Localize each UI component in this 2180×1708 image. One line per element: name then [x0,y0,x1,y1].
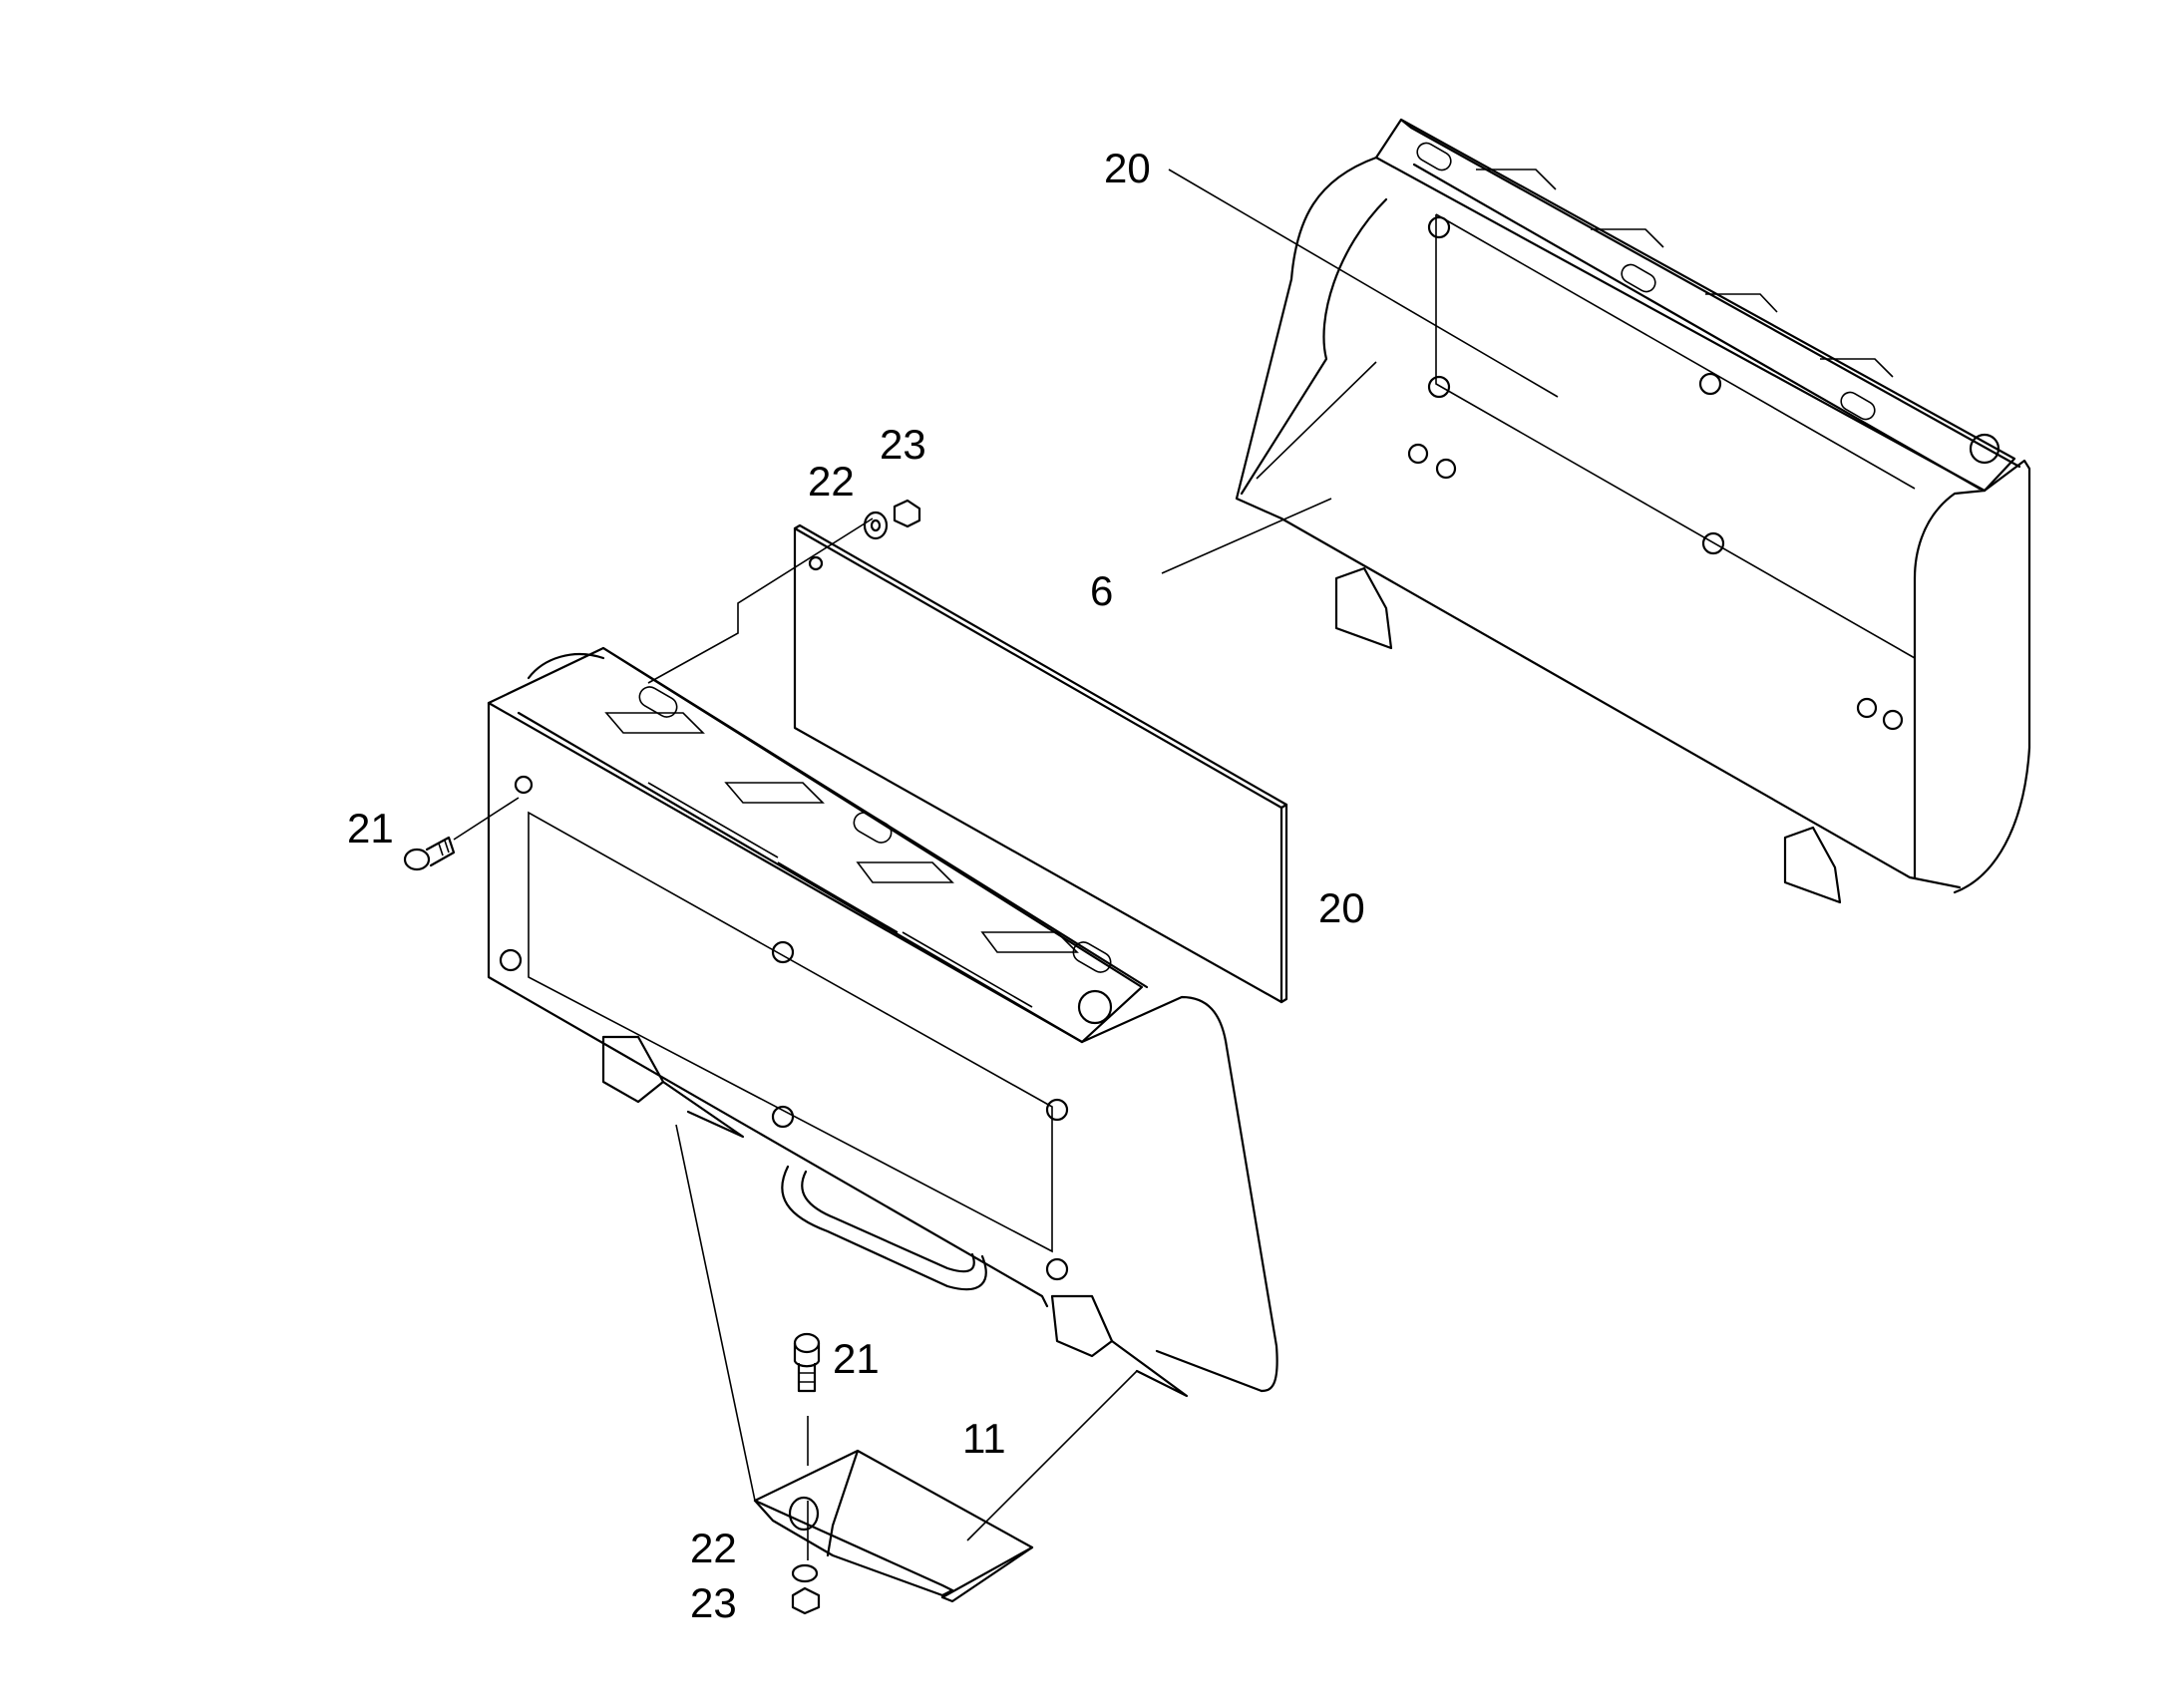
nut-icon [1407,215,1904,731]
stud-icon [499,940,1069,1281]
fasteners [403,499,921,1615]
front-housing [487,646,1278,1398]
callout-labels: 20 6 22 23 21 20 21 11 22 23 [347,145,1365,1626]
bolt-icon [403,836,456,871]
nut-icon [893,499,921,528]
callout-label: 23 [880,421,926,468]
front-plate [793,523,1288,1004]
washer-icon [863,511,889,540]
washer-icon [791,1563,819,1583]
callout-label: 22 [808,458,855,505]
nut-icon [791,1586,821,1615]
callout-label: 23 [690,1579,737,1626]
bolt-icon [793,1332,821,1393]
callout-label: 21 [833,1335,880,1382]
bracket [753,1449,1034,1603]
leader-lines [453,169,1559,1560]
callout-label: 22 [690,1525,737,1571]
rear-housing-assembly [1235,118,2031,904]
callout-label: 20 [1104,145,1151,191]
callout-label: 20 [1318,884,1365,931]
callout-label: 6 [1090,567,1113,614]
callout-label: 11 [962,1415,1006,1462]
callout-label: 21 [347,805,394,852]
